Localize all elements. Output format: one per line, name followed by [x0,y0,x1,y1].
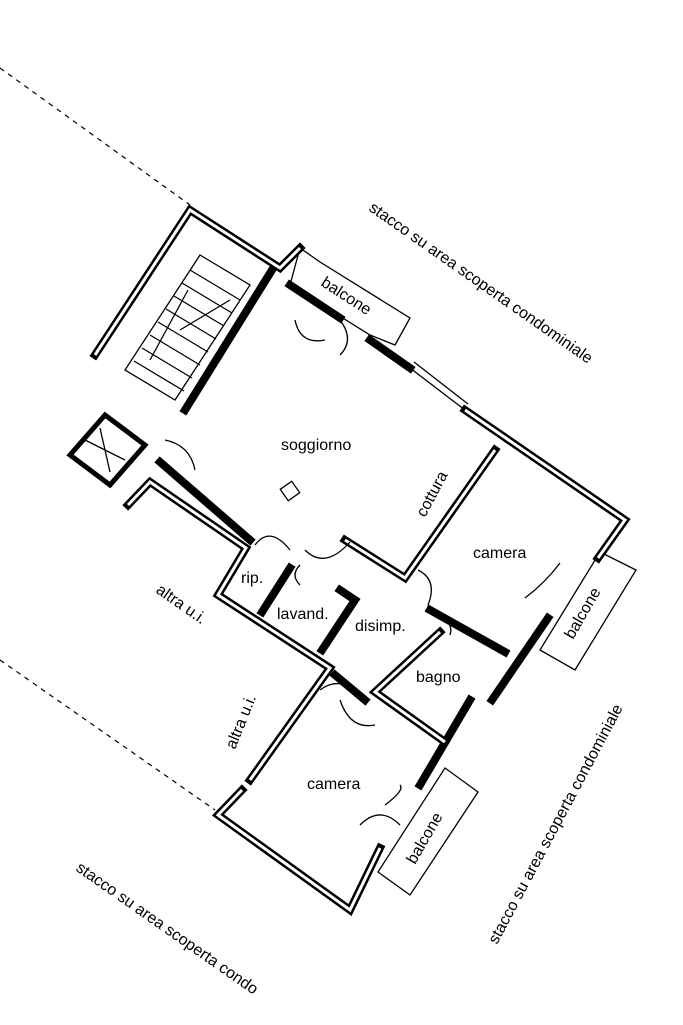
exterior-label-top-right: stacco su area scoperta condominiale [366,199,596,367]
exterior-label-bottom-left: stacco su area scoperta condo [73,859,261,998]
neighbor-upper-label: altra u.i. [153,581,209,628]
balcone-right-label: balcone [562,585,605,642]
room-camera-bottom: camera [307,776,360,793]
room-soggiorno: soggiorno [281,437,351,454]
exterior-label-right: stacco su area scoperta condominiale [486,702,627,947]
stair-block [66,254,251,489]
room-cottura: cottura [414,469,452,520]
walls [89,204,631,917]
room-rip: rip. [241,570,263,587]
neighbor-lower-label: altra u.i. [223,692,260,751]
door-swings [164,319,561,826]
property-boundary-lines [0,67,216,811]
elevator-icon [84,427,126,473]
room-disimp: disimp. [355,618,406,635]
room-bagno: bagno [416,669,461,686]
balcone-bottom-label: balcone [404,810,447,867]
room-camera-right: camera [473,545,526,562]
room-lavand: lavand. [277,606,329,623]
